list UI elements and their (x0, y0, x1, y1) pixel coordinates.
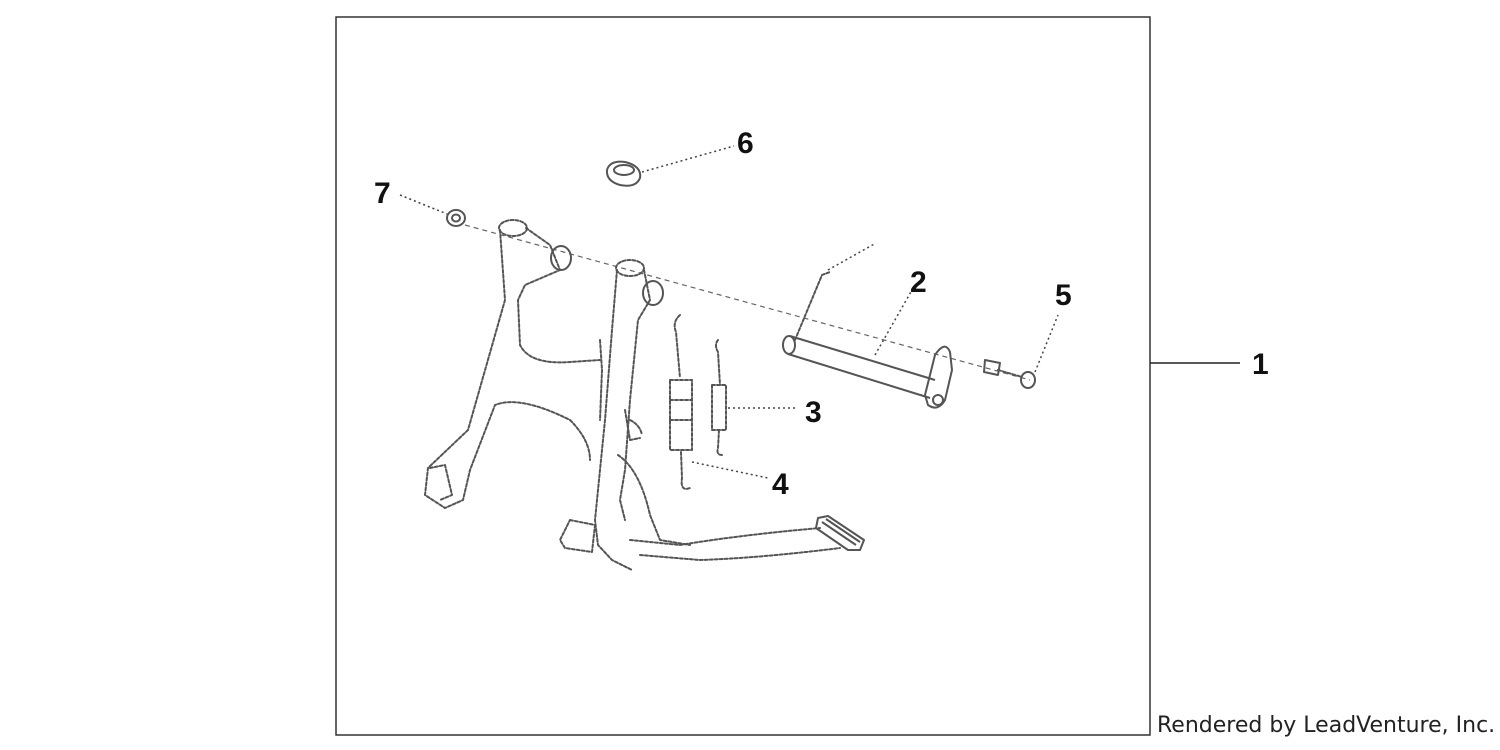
callout-3[interactable]: 3 (805, 396, 822, 429)
kit-frame (335, 16, 1151, 736)
callout-4[interactable]: 4 (772, 468, 789, 501)
leader-6 (641, 145, 735, 173)
part-4-spring[interactable] (669, 314, 693, 490)
part-5-bolt[interactable] (983, 359, 1036, 389)
callout-5[interactable]: 5 (1055, 279, 1072, 312)
part-2-pivot-shaft[interactable] (782, 242, 953, 409)
part-7-washer[interactable] (446, 209, 466, 227)
callout-2[interactable]: 2 (910, 266, 927, 299)
callout-7[interactable]: 7 (374, 177, 391, 210)
part-3-spring[interactable] (711, 339, 727, 456)
render-credit: Rendered by LeadVenture, Inc. (1157, 713, 1495, 738)
callout-1[interactable]: 1 (1252, 348, 1269, 381)
leader-7 (399, 194, 448, 215)
main-stand-body[interactable] (424, 219, 865, 571)
part-6-stopper[interactable] (605, 160, 642, 187)
kick-pedal (815, 515, 865, 551)
leader-5 (1034, 314, 1059, 373)
callout-6[interactable]: 6 (737, 127, 754, 160)
